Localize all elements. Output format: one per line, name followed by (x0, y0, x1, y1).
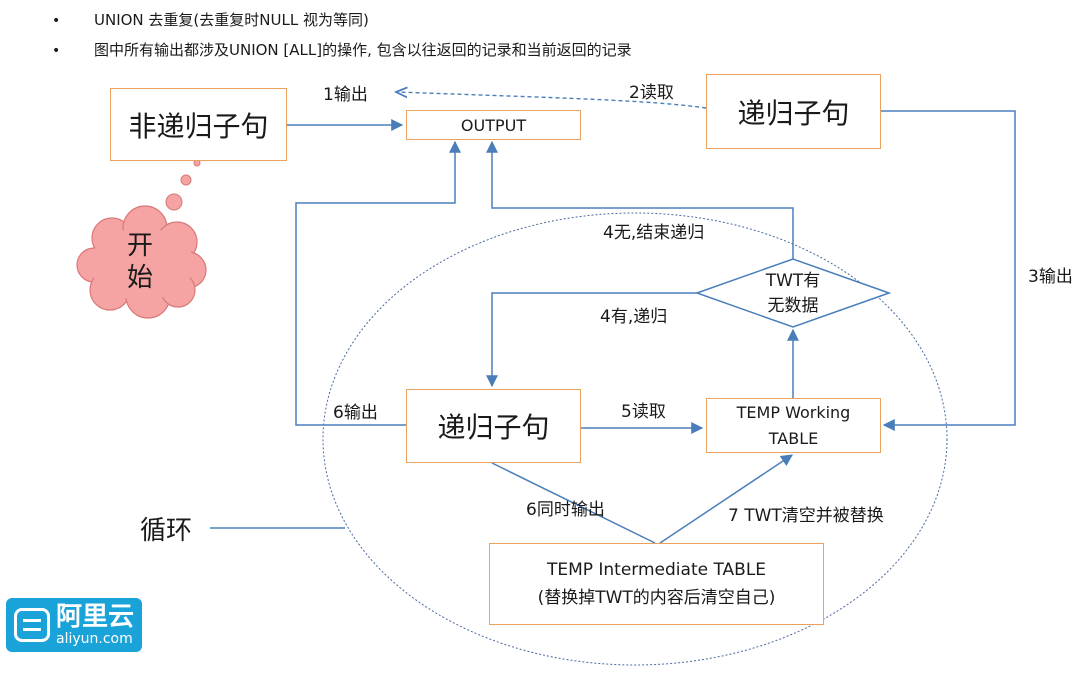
loop-label: 循环 (140, 516, 193, 546)
label-step7: 7 TWT清空并被替换 (728, 506, 884, 526)
bullet-item: • UNION 去重复(去重复时NULL 视为等同) (52, 6, 632, 36)
recursive-clause-top-box: 递归子句 (706, 74, 881, 149)
arrow-recursive-to-intermediate (491, 462, 656, 544)
arrow-read-dashed (396, 92, 707, 109)
temp-working-table-box: TEMP Working TABLE (706, 398, 881, 453)
label-step1: 1输出 (323, 85, 368, 105)
temp-working-line1: TEMP Working (736, 402, 851, 422)
temp-intermediate-line2: (替换掉TWT的内容后清空自己) (537, 588, 776, 608)
output-box: OUTPUT (406, 110, 581, 140)
recursive-clause-loop-box: 递归子句 (406, 389, 581, 463)
bullet-item: • 图中所有输出都涉及UNION [ALL]的操作, 包含以往返回的记录和当前返回… (52, 36, 632, 66)
label-step5: 5读取 (621, 402, 666, 422)
start-line2: 始 (126, 263, 153, 293)
label-step4-none: 4无,结束递归 (603, 223, 705, 243)
label-step2: 2读取 (629, 83, 674, 103)
label-step6-out: 6输出 (333, 403, 378, 423)
temp-intermediate-line1: TEMP Intermediate TABLE (546, 560, 767, 580)
output-text: OUTPUT (460, 115, 527, 135)
logo-icon (14, 608, 50, 642)
recursive-clause-top-text: 递归子句 (737, 96, 850, 130)
start-line1: 开 (126, 231, 153, 261)
arrow-intermediate-to-working (659, 454, 793, 544)
decision-diamond-text: TWT有 无数据 (740, 269, 846, 319)
diamond-line2: 无数据 (767, 296, 819, 316)
logo-domain-text: aliyun.com (56, 631, 133, 647)
decision-diamond (694, 258, 892, 328)
recursive-clause-loop-text: 递归子句 (437, 411, 550, 444)
arrow-diamond-end-to-output (486, 140, 794, 263)
bullet-text: UNION 去重复(去重复时NULL 视为等同) (94, 11, 369, 29)
logo-brand-text: 阿里云 (56, 602, 135, 632)
label-step4-has: 4有,递归 (600, 307, 668, 327)
diamond-line1: TWT有 (765, 271, 821, 291)
arrow-diamond-recurse (486, 292, 697, 388)
temp-intermediate-table-box: TEMP Intermediate TABLE (替换掉TWT的内容后清空自己) (489, 543, 824, 625)
bullet-symbol: • (52, 13, 61, 29)
non-recursive-clause-box: 非递归子句 (110, 88, 287, 161)
non-recursive-clause-text: 非递归子句 (128, 109, 269, 143)
bullet-symbol: • (52, 43, 61, 59)
start-cloud (76, 159, 207, 319)
bullet-text: 图中所有输出都涉及UNION [ALL]的操作, 包含以往返回的记录和当前返回的… (94, 41, 632, 59)
arrow-loop-recursive-to-output (295, 140, 461, 426)
start-cloud-text: 开 始 (115, 230, 165, 294)
loop-ellipse (322, 212, 948, 666)
label-step3: 3输出 (1028, 267, 1073, 287)
bullet-list: • UNION 去重复(去重复时NULL 视为等同) • 图中所有输出都涉及UNIO… (52, 6, 632, 66)
aliyun-logo: 阿里云 aliyun.com (6, 598, 142, 652)
arrow-recursive-to-working (881, 110, 1016, 431)
temp-working-line2: TABLE (768, 428, 819, 448)
label-step6-same: 6同时输出 (526, 500, 605, 520)
